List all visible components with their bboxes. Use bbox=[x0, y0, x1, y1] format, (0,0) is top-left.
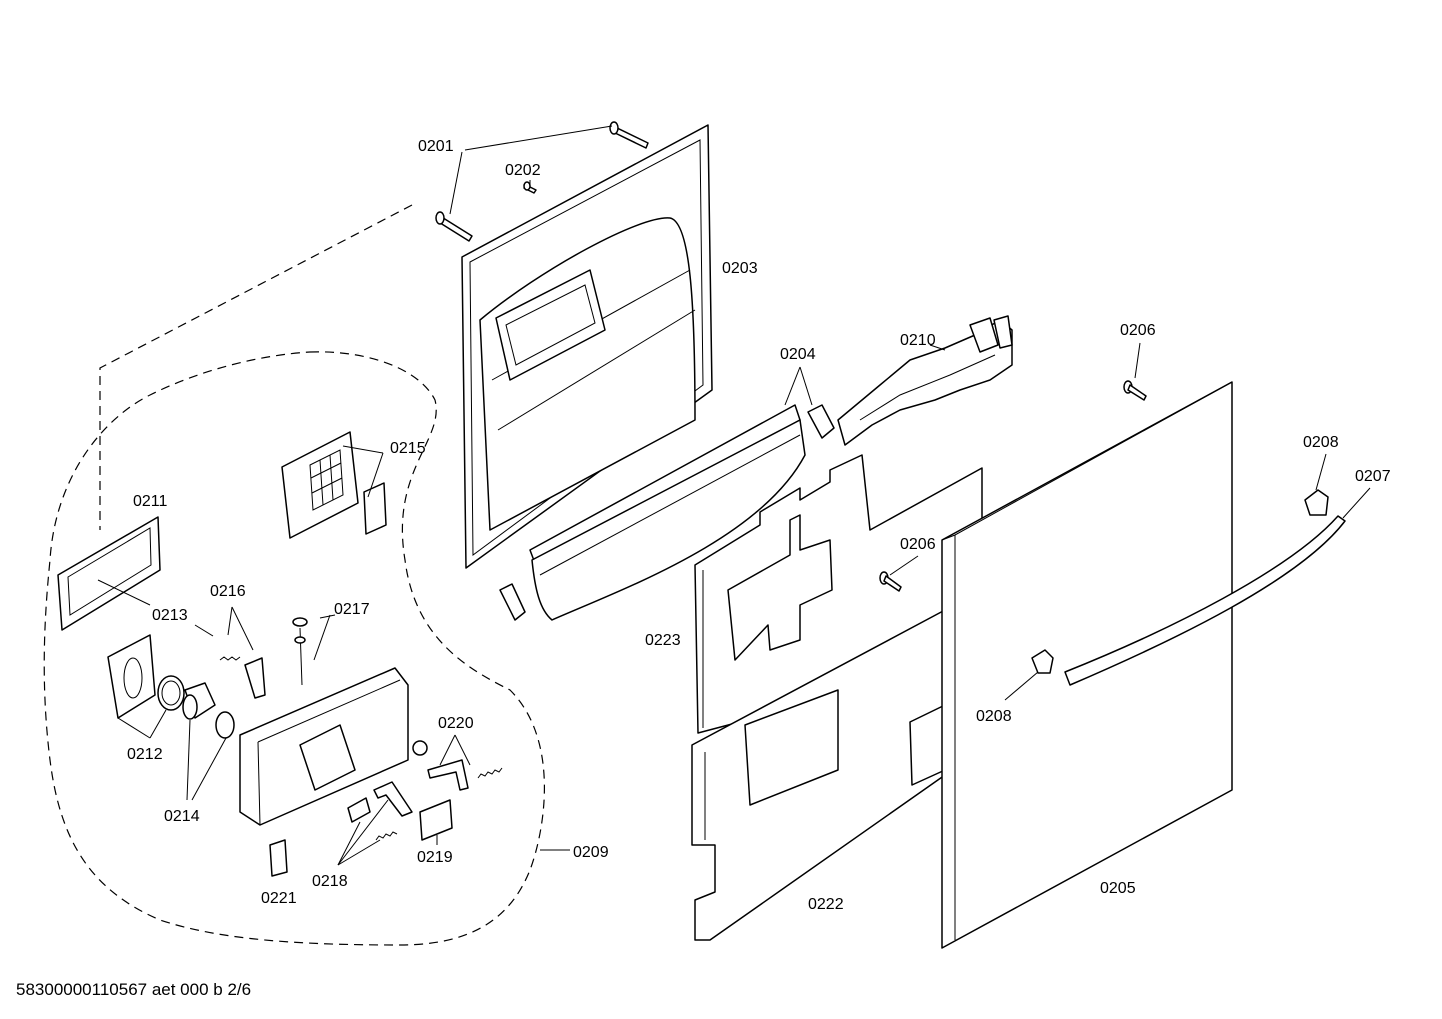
ring-0213 bbox=[157, 675, 185, 711]
switch-0219 bbox=[419, 799, 453, 841]
lever-0220 bbox=[427, 759, 469, 791]
hinge-bracket-0210 bbox=[837, 315, 1013, 446]
callout-0222: 0222 bbox=[808, 896, 844, 913]
vent-grille-0215 bbox=[281, 431, 387, 539]
label-0221 bbox=[269, 839, 288, 877]
callout-0212: 0212 bbox=[127, 746, 163, 763]
cover-0212 bbox=[107, 634, 156, 719]
screw-0202 bbox=[523, 181, 537, 194]
knob-0214 bbox=[182, 682, 216, 720]
screw-0206-mid bbox=[879, 571, 902, 592]
callout-0215: 0215 bbox=[390, 440, 426, 457]
lower-panel-0222 bbox=[691, 609, 946, 941]
assembly-boundary-0209 bbox=[43, 351, 545, 946]
clip-0218 bbox=[347, 797, 371, 823]
end-cap-0208-top bbox=[1304, 489, 1329, 516]
lever-0216 bbox=[244, 657, 266, 699]
callout-0208-top: 0208 bbox=[1303, 434, 1339, 451]
screw-0201-left bbox=[435, 211, 473, 242]
callout-0218: 0218 bbox=[312, 873, 348, 890]
end-cap-0208-bottom bbox=[1031, 649, 1054, 674]
screw-0206-top bbox=[1123, 380, 1147, 401]
exploded-parts-diagram: 0201 0202 0203 0204 0210 0206 0208 0207 … bbox=[43, 121, 1391, 949]
screw-0201-top bbox=[609, 121, 649, 149]
callout-0219: 0219 bbox=[417, 849, 453, 866]
callout-0205: 0205 bbox=[1100, 880, 1136, 897]
callout-0204: 0204 bbox=[780, 346, 816, 363]
callout-0211: 0211 bbox=[133, 493, 168, 510]
handle-0207 bbox=[1064, 515, 1346, 686]
callout-0220: 0220 bbox=[438, 715, 474, 732]
ring-0214 bbox=[215, 711, 235, 739]
callout-0223: 0223 bbox=[645, 632, 681, 649]
callout-0221: 0221 bbox=[261, 890, 297, 907]
leader-lines bbox=[97, 125, 1371, 866]
spring-0218 bbox=[375, 831, 398, 841]
callout-0203: 0203 bbox=[722, 260, 758, 277]
dispenser-housing-0209 bbox=[239, 667, 409, 826]
callout-0208-bottom: 0208 bbox=[976, 708, 1012, 725]
callout-0207: 0207 bbox=[1355, 468, 1391, 485]
callout-0201: 0201 bbox=[418, 138, 454, 155]
pin-0217 bbox=[292, 617, 308, 686]
callout-0206-mid: 0206 bbox=[900, 536, 936, 553]
callout-0217: 0217 bbox=[334, 601, 370, 618]
spring-0216 bbox=[219, 656, 241, 661]
trim-strip-0204 bbox=[499, 404, 835, 621]
callout-0210: 0210 bbox=[900, 332, 936, 349]
latch-0218 bbox=[373, 781, 413, 817]
callout-0214: 0214 bbox=[164, 808, 200, 825]
ball-0220 bbox=[412, 740, 428, 756]
guide-line bbox=[99, 204, 413, 530]
spring-0220 bbox=[477, 767, 503, 779]
callout-0209: 0209 bbox=[573, 844, 609, 861]
callout-0202: 0202 bbox=[505, 162, 541, 179]
callout-0206-top: 0206 bbox=[1120, 322, 1156, 339]
drawing-code: 58300000110567 aet 000 b 2/6 bbox=[16, 980, 252, 999]
callout-0213: 0213 bbox=[152, 607, 188, 624]
callout-labels: 0201 0202 0203 0204 0210 0206 0208 0207 … bbox=[127, 138, 1391, 913]
inner-door-0203 bbox=[461, 124, 713, 569]
callout-0216: 0216 bbox=[210, 583, 246, 600]
seal-frame-0211 bbox=[57, 516, 161, 631]
